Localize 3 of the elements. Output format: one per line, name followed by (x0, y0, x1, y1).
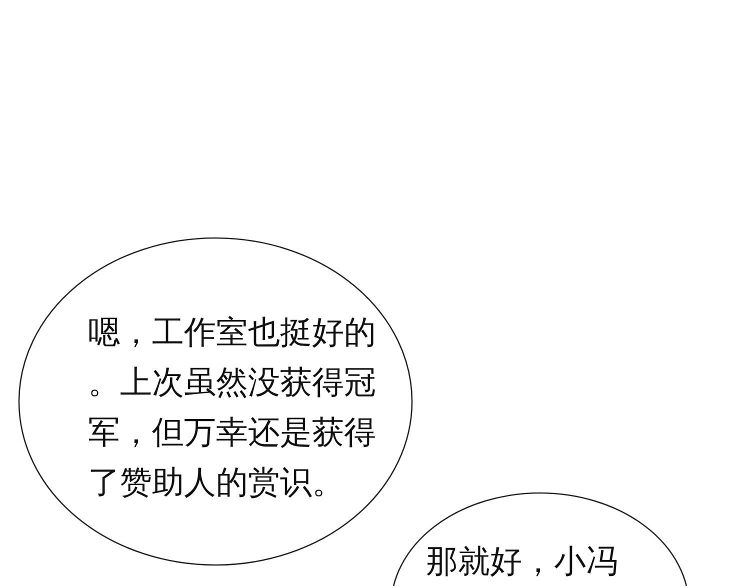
bubble-text: 嗯，工作室也挺好的。上次虽然没获得冠军，但万幸还是获得了赞助人的赏识。 (88, 312, 377, 503)
bubble-text: 那就好，小冯 (426, 541, 619, 582)
speech-bubble (18, 237, 413, 566)
